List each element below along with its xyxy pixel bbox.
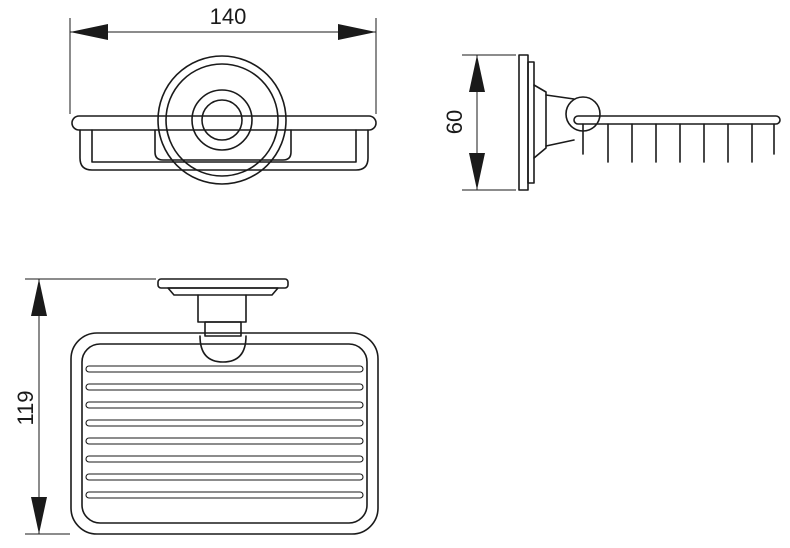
grid-bar [85, 419, 364, 427]
width-arrow-right [338, 24, 376, 40]
wall-plate-face [527, 61, 535, 184]
top-neck-collar [204, 321, 242, 337]
depth-label: 119 [13, 390, 38, 425]
grid-bar [85, 437, 364, 445]
grid-bar [85, 473, 364, 481]
width-arrow-left [70, 24, 108, 40]
grid-bar [85, 365, 364, 373]
top-knuckle [199, 335, 247, 363]
rosette-outer [157, 55, 287, 185]
side-view [518, 54, 781, 191]
basket-body-inner [91, 129, 357, 163]
wall-plate [518, 54, 529, 191]
height-arrow-bottom [469, 153, 485, 190]
basket-outer [70, 332, 379, 535]
front-view [71, 55, 377, 185]
rosette-core [201, 99, 243, 141]
height-label: 60 [442, 110, 467, 134]
side-top-bar [573, 115, 781, 125]
basket-body-outer [79, 129, 369, 171]
depth-arrow-bottom [31, 497, 47, 534]
top-wall-plate [157, 278, 289, 289]
grid-bar [85, 491, 364, 499]
top-view [70, 278, 379, 535]
top-wall-plate-lip [167, 287, 279, 296]
rosette-inner [165, 63, 279, 177]
grid-bar [85, 383, 364, 391]
arm-bottom [545, 139, 575, 147]
dimension-depth: 119 [13, 278, 156, 535]
grid-bar [85, 401, 364, 409]
bracket-loop [154, 129, 292, 161]
width-label: 140 [210, 4, 247, 29]
top-neck [197, 294, 247, 323]
rosette-boss [191, 89, 253, 151]
tines [582, 123, 775, 163]
dimension-height: 60 [442, 54, 516, 191]
depth-arrow-top [31, 279, 47, 316]
grid-bar [85, 455, 364, 463]
basket-inner [81, 343, 368, 524]
support-arm [533, 84, 547, 159]
dimension-width: 140 [69, 4, 377, 114]
grid-bars [85, 365, 364, 499]
height-arrow-top [469, 55, 485, 92]
basket-rim [71, 115, 377, 131]
arm-top [545, 94, 575, 100]
